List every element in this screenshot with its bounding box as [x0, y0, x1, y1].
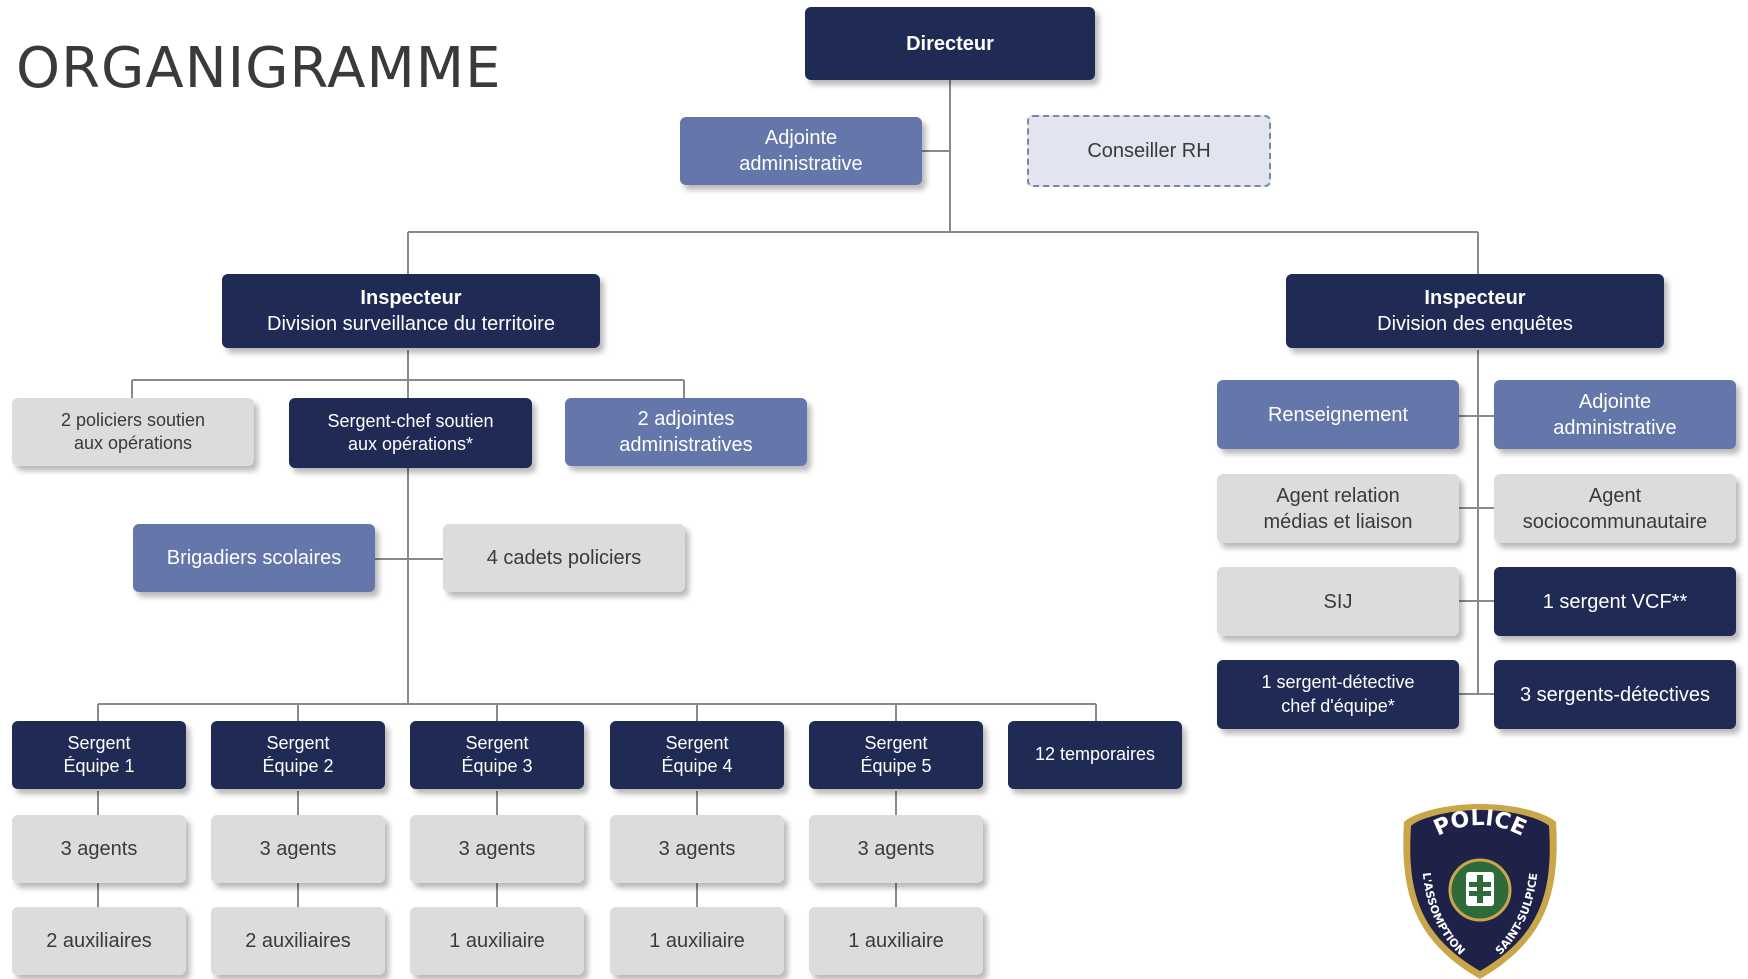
temporaires-box: 12 temporaires — [1008, 721, 1182, 789]
brigadiers-scolaires-box: Brigadiers scolaires — [133, 524, 375, 592]
cadets-policiers-box: 4 cadets policiers — [443, 524, 685, 592]
sergents-detectives-box: 3 sergents-détectives — [1494, 660, 1736, 729]
conseiller-rh-box: Conseiller RH — [1027, 115, 1271, 187]
auxiliaires-equipe-2-box: 2 auxiliaires — [211, 907, 385, 975]
auxiliaires-equipe-4-box: 1 auxiliaire — [610, 907, 784, 975]
agents-equipe-3-box: 3 agents — [410, 815, 584, 883]
sij-box: SIJ — [1217, 567, 1459, 636]
agents-equipe-4-box: 3 agents — [610, 815, 784, 883]
auxiliaires-equipe-5-box: 1 auxiliaire — [809, 907, 983, 975]
agents-equipe-1-box: 3 agents — [12, 815, 186, 883]
agents-equipe-2-box: 3 agents — [211, 815, 385, 883]
renseignement-box: Renseignement — [1217, 380, 1459, 449]
auxiliaires-equipe-3-box: 1 auxiliaire — [410, 907, 584, 975]
directeur-box: Directeur — [805, 7, 1095, 80]
agents-equipe-5-box: 3 agents — [809, 815, 983, 883]
sergent-vcf-box: 1 sergent VCF** — [1494, 567, 1736, 636]
police-badge-logo: POLICE L'ASSOMPTION SAINT-SULPICE — [1403, 804, 1557, 979]
page-title: ORGANIGRAMME — [16, 36, 502, 101]
auxiliaires-equipe-1-box: 2 auxiliaires — [12, 907, 186, 975]
